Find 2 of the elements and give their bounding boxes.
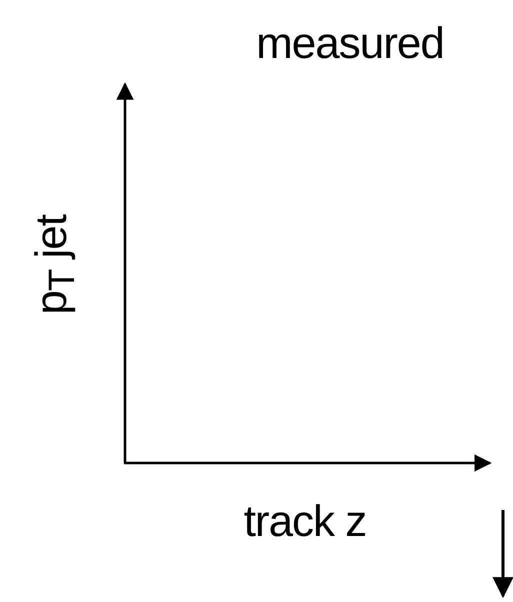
x-axis-label: track z — [242, 500, 368, 544]
title: measured — [255, 22, 445, 66]
